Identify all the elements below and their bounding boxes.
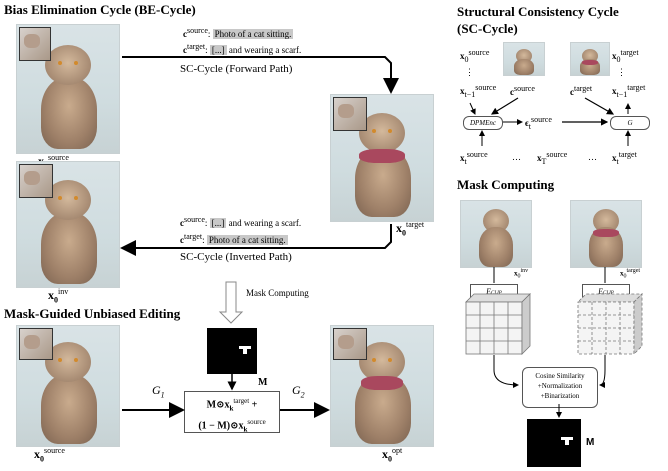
- mc-inv-image: [460, 200, 532, 268]
- sc-source-thumb: [503, 42, 545, 76]
- cosine-line2: +Normalization: [537, 382, 583, 390]
- sc-cycle-title-line1: Structural Consistency Cycle: [457, 4, 619, 19]
- g2-label: G2: [292, 383, 305, 400]
- forward-source-prompt: csource: Photo of a cat sitting.: [183, 26, 294, 39]
- inset-crop: [333, 97, 367, 131]
- g1-label: G1: [152, 383, 165, 400]
- mask-computing-hollow-arrow: [218, 281, 244, 324]
- x0-inv-label: x0inv: [48, 287, 69, 305]
- sc-xt1-source: xt−1source: [460, 83, 497, 99]
- blend-formula-box: M⊙xktarget + (1 − M)⊙xksource: [184, 391, 280, 434]
- forward-path-label: SC-Cycle (Forward Path): [180, 63, 293, 75]
- inverted-path-label: SC-Cycle (Inverted Path): [180, 251, 292, 263]
- cosine-box: Cosine Similarity +Normalization +Binari…: [522, 367, 598, 408]
- inverted-target-prompt: ctarget: Photo of a cat sitting.: [180, 232, 288, 245]
- forward-path-arrow: [122, 56, 399, 94]
- mc-x0-inv: x0inv: [514, 268, 529, 280]
- opt-cat-image: [330, 325, 434, 447]
- mc-target-image: [570, 200, 642, 268]
- sc-cycle-title-line2: (SC-Cycle): [457, 21, 518, 36]
- sc-xT-source: xTsource: [537, 150, 568, 166]
- cosine-line3: +Binarization: [540, 392, 580, 400]
- sc-xt-target: xttarget: [612, 150, 637, 166]
- mc-x0-target: x0target: [620, 268, 641, 280]
- mask-m-label: M: [258, 377, 268, 388]
- sc-xt1-target: xt−1target: [612, 83, 646, 99]
- sc-xt-source: xtsource: [460, 150, 488, 166]
- scarf: [361, 376, 403, 390]
- mask-computing-title: Mask Computing: [457, 177, 555, 192]
- forward-target-prompt: ctarget: [...] and wearing a scarf.: [183, 42, 302, 55]
- mask-guided-title: Mask-Guided Unbiased Editing: [4, 306, 181, 321]
- sc-c-source: csource: [510, 84, 535, 97]
- inset-crop: [19, 164, 53, 198]
- mc-mask-image: [527, 419, 581, 467]
- g-box: G: [610, 116, 650, 130]
- guided-x0-source-label: x0source: [34, 446, 65, 464]
- clip-features-left: [465, 293, 531, 355]
- cosine-line1: Cosine Similarity: [535, 372, 585, 380]
- formula-line2: (1 − M)⊙xksource: [198, 418, 266, 434]
- sc-dots-1: …: [512, 152, 521, 162]
- mask-computing-arrow-label: Mask Computing: [246, 288, 309, 298]
- inset-crop: [333, 328, 367, 360]
- sc-target-thumb: [570, 42, 610, 76]
- x0-target-label: x0target: [396, 220, 425, 238]
- scarf: [359, 149, 405, 163]
- guided-source-cat-image: [16, 325, 120, 447]
- formula-line1: M⊙xktarget +: [206, 397, 258, 413]
- sc-epsilon: ϵtsource: [525, 115, 552, 131]
- sc-c-target: ctarget: [570, 84, 593, 97]
- target-cat-image: [330, 94, 434, 222]
- sc-vdots-left: ⋮: [465, 67, 474, 77]
- dpm-enc-box: DPMEnc: [463, 116, 503, 130]
- x0-opt-label: x0opt: [382, 446, 403, 464]
- inset-crop: [19, 27, 51, 61]
- sc-vdots-right: ⋮: [617, 67, 626, 77]
- sc-dots-2: …: [588, 152, 597, 162]
- sc-x0-source: x0source: [460, 48, 490, 64]
- be-cycle-title: Bias Elimination Cycle (BE-Cycle): [4, 2, 196, 17]
- inverted-source-prompt: csource: [...] and wearing a scarf.: [180, 215, 302, 228]
- inset-crop: [19, 328, 53, 360]
- mc-m-label: M: [586, 437, 595, 448]
- mask-image: [207, 328, 257, 374]
- clip-features-right: [577, 293, 643, 355]
- source-cat-image: [16, 24, 120, 154]
- inverted-path-arrow: [120, 224, 392, 256]
- inv-cat-image: [16, 161, 120, 288]
- sc-x0-target: x0target: [612, 48, 639, 64]
